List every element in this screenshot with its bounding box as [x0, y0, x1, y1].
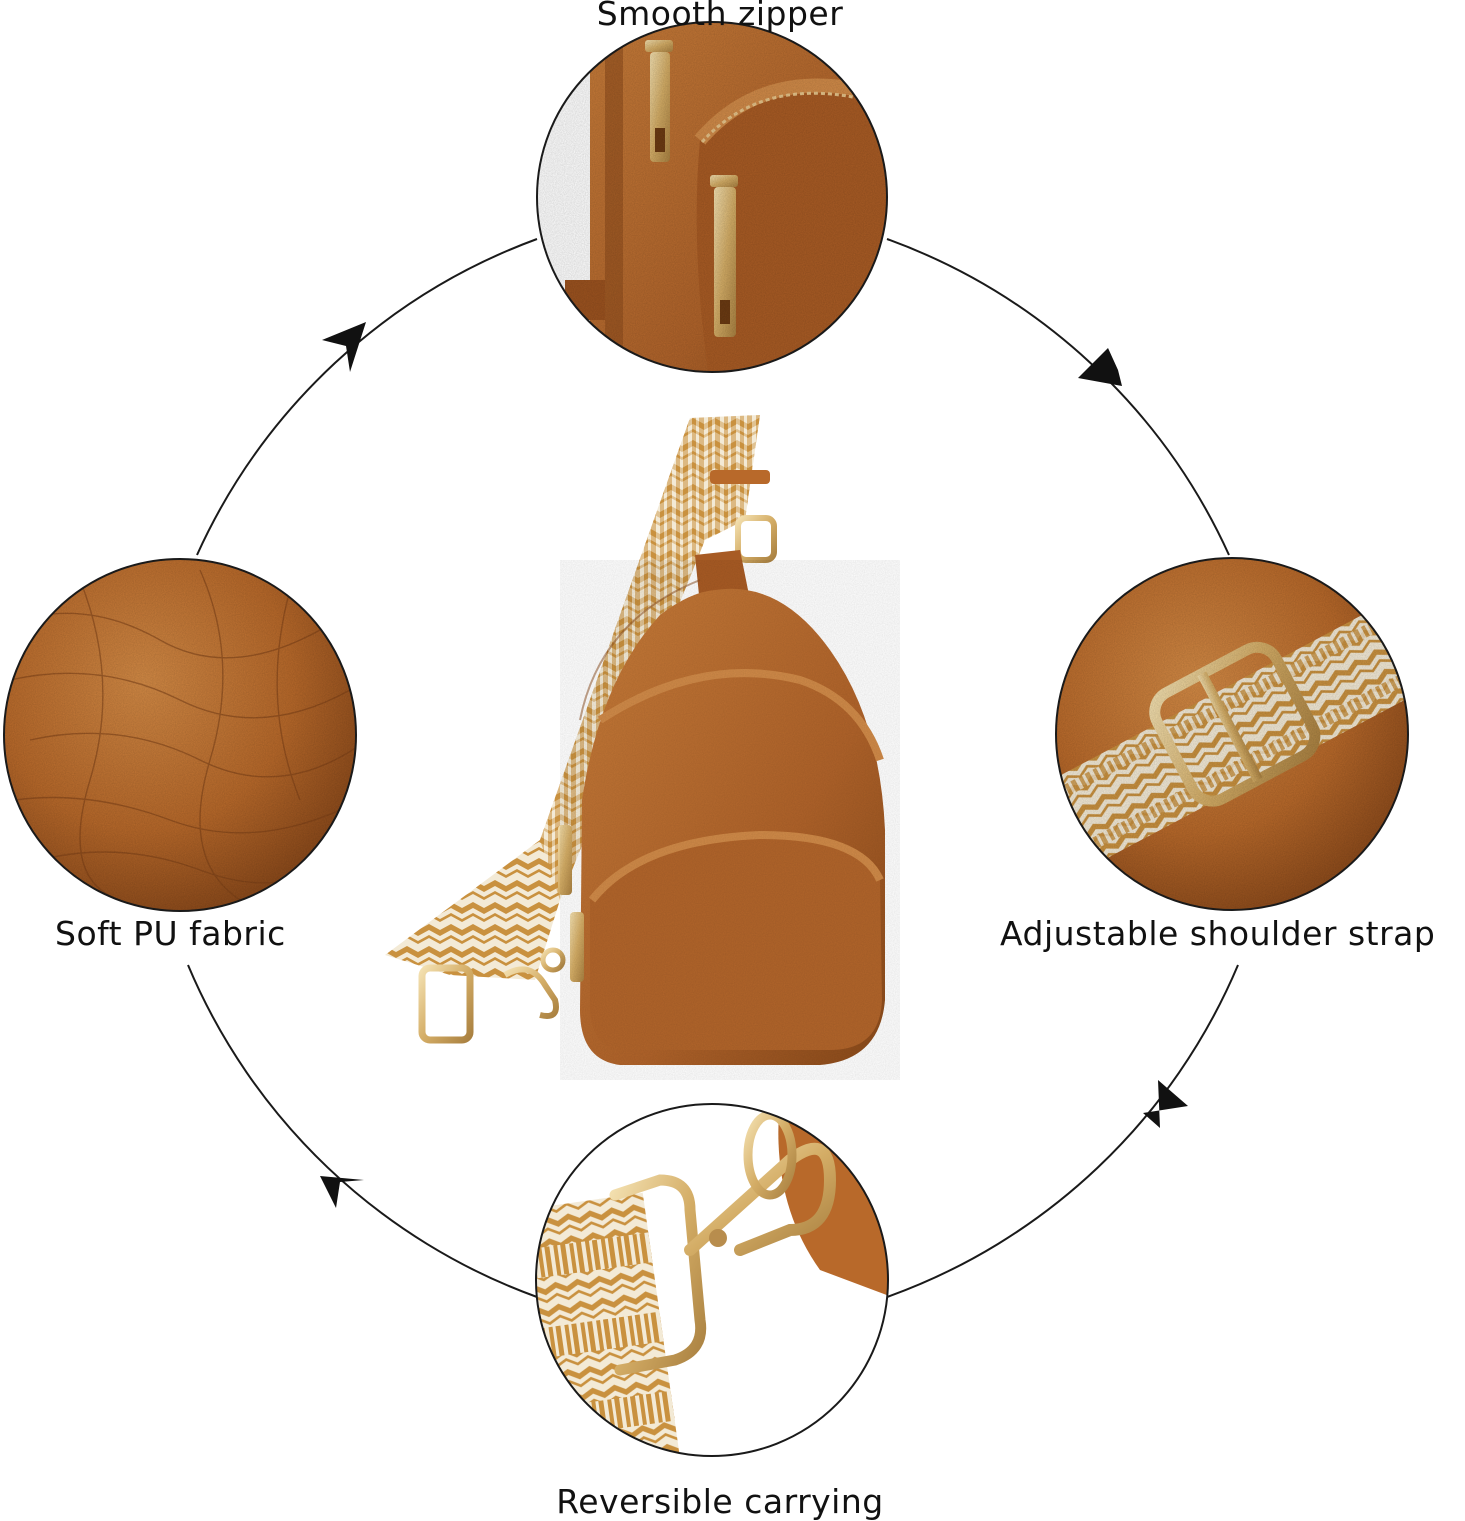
arc-top-right — [886, 238, 1230, 556]
arc-bottom-right — [886, 964, 1239, 1298]
strap-adjuster-closeup-image — [1055, 557, 1409, 911]
arrow-icon-bottom-left — [320, 1176, 364, 1208]
label-smooth-zipper: Smooth zipper — [596, 0, 844, 33]
arrow-icon-bottom-right — [1143, 1080, 1188, 1128]
arc-top-left — [196, 238, 538, 556]
label-soft-pu-fabric: Soft PU fabric — [55, 914, 286, 953]
label-adjustable-shoulder-strap: Adjustable shoulder strap — [1000, 914, 1436, 953]
label-reversible-carrying: Reversible carrying — [556, 1482, 884, 1521]
pu-fabric-texture-image — [3, 558, 357, 912]
arrowheads — [320, 322, 1188, 1208]
sling-bag-product-image — [385, 415, 900, 1080]
zipper-closeup-image — [536, 21, 888, 373]
connector-arcs — [187, 238, 1239, 1298]
arrow-icon-top-right — [1078, 348, 1122, 386]
arc-bottom-left — [187, 964, 538, 1298]
hook-closeup-image — [535, 1103, 889, 1457]
arrow-icon-top-left — [322, 322, 366, 372]
